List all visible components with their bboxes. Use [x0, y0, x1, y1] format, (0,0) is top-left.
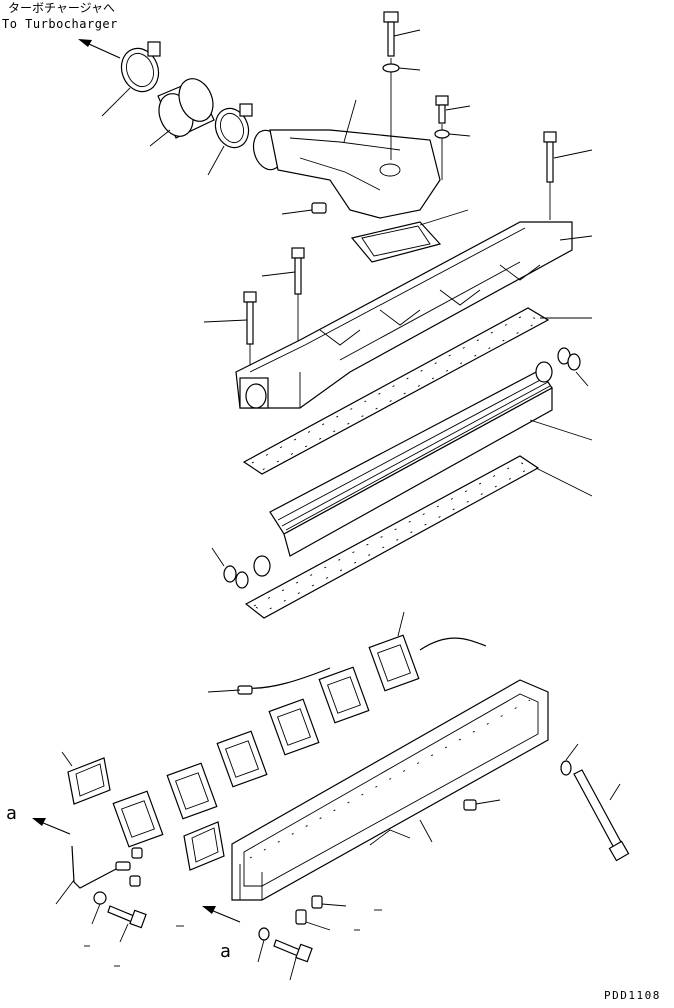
intake-manifold [235, 221, 593, 409]
air-heater-assembly-6 [112, 790, 164, 848]
turbocharger-direction-arrow [78, 39, 121, 59]
hose-clamp-lower [207, 103, 253, 176]
bottom-bolt [273, 939, 313, 981]
drain-fitting [463, 799, 501, 811]
air-heater-assembly-3 [268, 698, 320, 756]
bolt-top-1 [383, 11, 421, 160]
left-washer [91, 891, 107, 925]
air-heater-assembly-2 [318, 666, 370, 724]
heater-gasket-lower [183, 821, 225, 871]
lower-fitting-1 [311, 895, 347, 909]
washer-top-2 [434, 129, 471, 139]
reference-a-label-top: a [6, 803, 17, 824]
air-heater-assembly-4 [216, 730, 268, 788]
lower-fitting-2 [295, 909, 331, 931]
connector-hose [149, 78, 215, 147]
drawing-code: PDD1108 [604, 989, 661, 1002]
aftercooler-lower-gasket [244, 455, 593, 619]
air-heater-assembly-5 [166, 762, 218, 820]
aftercooler-core [253, 361, 593, 577]
aftercooler-upper-gasket [242, 307, 592, 475]
o-rings-right [557, 347, 589, 387]
bottom-washer [257, 927, 270, 963]
elbow-gasket [350, 209, 469, 263]
o-rings-left [211, 547, 249, 589]
hose-clamp-upper [101, 41, 161, 117]
plug [281, 202, 327, 215]
bolt-mid-2 [203, 291, 257, 372]
heater-wiring [207, 637, 487, 695]
bolt-top-2 [435, 95, 471, 180]
air-connector-elbow [252, 99, 441, 219]
heater-cable [55, 845, 131, 905]
reference-a-label-bottom: a [220, 941, 231, 962]
air-intake-body [231, 679, 549, 901]
air-heater-assembly-1 [368, 611, 420, 692]
reference-arrow-bottom [202, 906, 241, 923]
heater-gasket-left [61, 751, 111, 805]
side-washer-right [560, 743, 579, 776]
reference-arrow-top [32, 818, 71, 835]
bolt-mid-1 [261, 247, 305, 345]
left-fitting [129, 847, 143, 887]
bolt-long-right [543, 131, 593, 220]
left-bolt [107, 905, 147, 943]
turbocharger-english-label: To Turbocharger [2, 17, 118, 31]
turbocharger-japanese-label: ターボチャージャへ [8, 1, 116, 15]
leader-stubs [84, 909, 382, 967]
washer-top-1 [382, 63, 421, 73]
side-bolt-right [573, 769, 630, 862]
